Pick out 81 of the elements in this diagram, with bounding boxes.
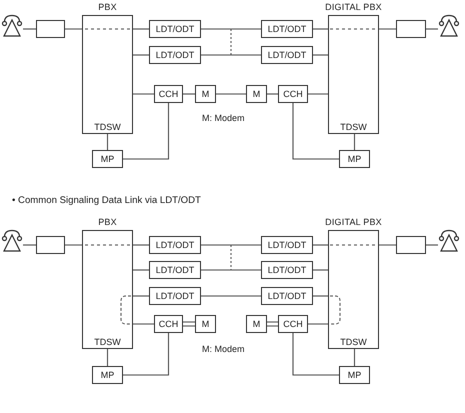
section-label: TDSW (94, 337, 121, 347)
section-label: TDSW (94, 122, 121, 132)
connector-line (308, 93, 328, 95)
connector-line (267, 93, 278, 95)
trunk-interface-box: LDT/ODT (261, 287, 313, 305)
processor-box: MP (339, 150, 370, 168)
modem-box: M (195, 315, 216, 333)
section-heading: • Common Signaling Data Link via LDT/ODT (12, 195, 201, 206)
connector-line (313, 295, 328, 297)
double-connector-line (266, 321, 279, 327)
switch-name-label: PBX (98, 217, 117, 229)
trunk-interface-box: LDT/ODT (261, 46, 313, 64)
section-label: TDSW (340, 337, 367, 347)
connector-line (201, 269, 261, 271)
connector-line (123, 333, 170, 376)
connector-line (133, 28, 149, 30)
switch-name-label: DIGITAL PBX (325, 2, 382, 14)
channel-handler-box: CCH (278, 315, 308, 333)
empty-box (396, 20, 426, 38)
modem-box: M (246, 85, 267, 103)
empty-box (36, 236, 65, 254)
connector-line (308, 323, 328, 325)
connector-line (426, 244, 438, 246)
channel-handler-box: CCH (154, 315, 183, 333)
trunk-interface-box: LDT/ODT (149, 236, 201, 254)
telephone-icon (438, 14, 460, 37)
connector-line (123, 103, 170, 160)
switch-name-label: DIGITAL PBX (325, 217, 382, 229)
connector-line (106, 134, 108, 150)
connector-line (379, 244, 396, 246)
trunk-interface-box: LDT/ODT (149, 46, 201, 64)
processor-box: MP (92, 150, 123, 168)
trunk-interface-box: LDT/ODT (261, 236, 313, 254)
processor-box: MP (339, 366, 370, 384)
connector-line (426, 28, 438, 30)
channel-handler-box: CCH (278, 85, 308, 103)
connector-line (201, 28, 261, 30)
section-label: TDSW (340, 122, 367, 132)
connector-line (133, 269, 149, 271)
connector-line (313, 244, 328, 246)
trunk-interface-box: LDT/ODT (261, 20, 313, 38)
channel-handler-box: CCH (154, 85, 183, 103)
connector-line (292, 333, 339, 376)
connector-line (65, 28, 82, 30)
connector-line (292, 103, 339, 160)
connector-line (106, 349, 108, 366)
double-connector-line (182, 321, 196, 327)
connector-line (313, 54, 328, 56)
connector-line (216, 93, 246, 95)
trunk-interface-box: LDT/ODT (149, 20, 201, 38)
connector-line (133, 295, 149, 297)
empty-box (396, 236, 426, 254)
connector-line (65, 244, 82, 246)
connector-line (313, 269, 328, 271)
telephone-icon (1, 14, 23, 37)
telephone-icon (438, 229, 460, 252)
connector-line (201, 295, 261, 297)
connector-line (354, 349, 356, 366)
connector-line (133, 93, 154, 95)
connector-line (133, 244, 149, 246)
trunk-interface-box: LDT/ODT (261, 261, 313, 279)
processor-box: MP (92, 366, 123, 384)
abbreviation-note: M: Modem (202, 113, 245, 124)
modem-box: M (195, 85, 216, 103)
abbreviation-note: M: Modem (202, 344, 245, 355)
connector-line (23, 244, 36, 246)
telephone-icon (1, 229, 23, 252)
connector-line (379, 28, 396, 30)
connector-line (201, 244, 261, 246)
empty-box (36, 20, 65, 38)
modem-box: M (246, 315, 267, 333)
connector-line (201, 54, 261, 56)
switch-name-label: PBX (98, 2, 117, 14)
connector-line (133, 323, 154, 325)
connector-line (313, 28, 328, 30)
connector-line (133, 54, 149, 56)
trunk-interface-box: LDT/ODT (149, 287, 201, 305)
trunk-interface-box: LDT/ODT (149, 261, 201, 279)
connector-line (23, 28, 36, 30)
connector-line (183, 93, 195, 95)
connector-line (354, 134, 356, 150)
